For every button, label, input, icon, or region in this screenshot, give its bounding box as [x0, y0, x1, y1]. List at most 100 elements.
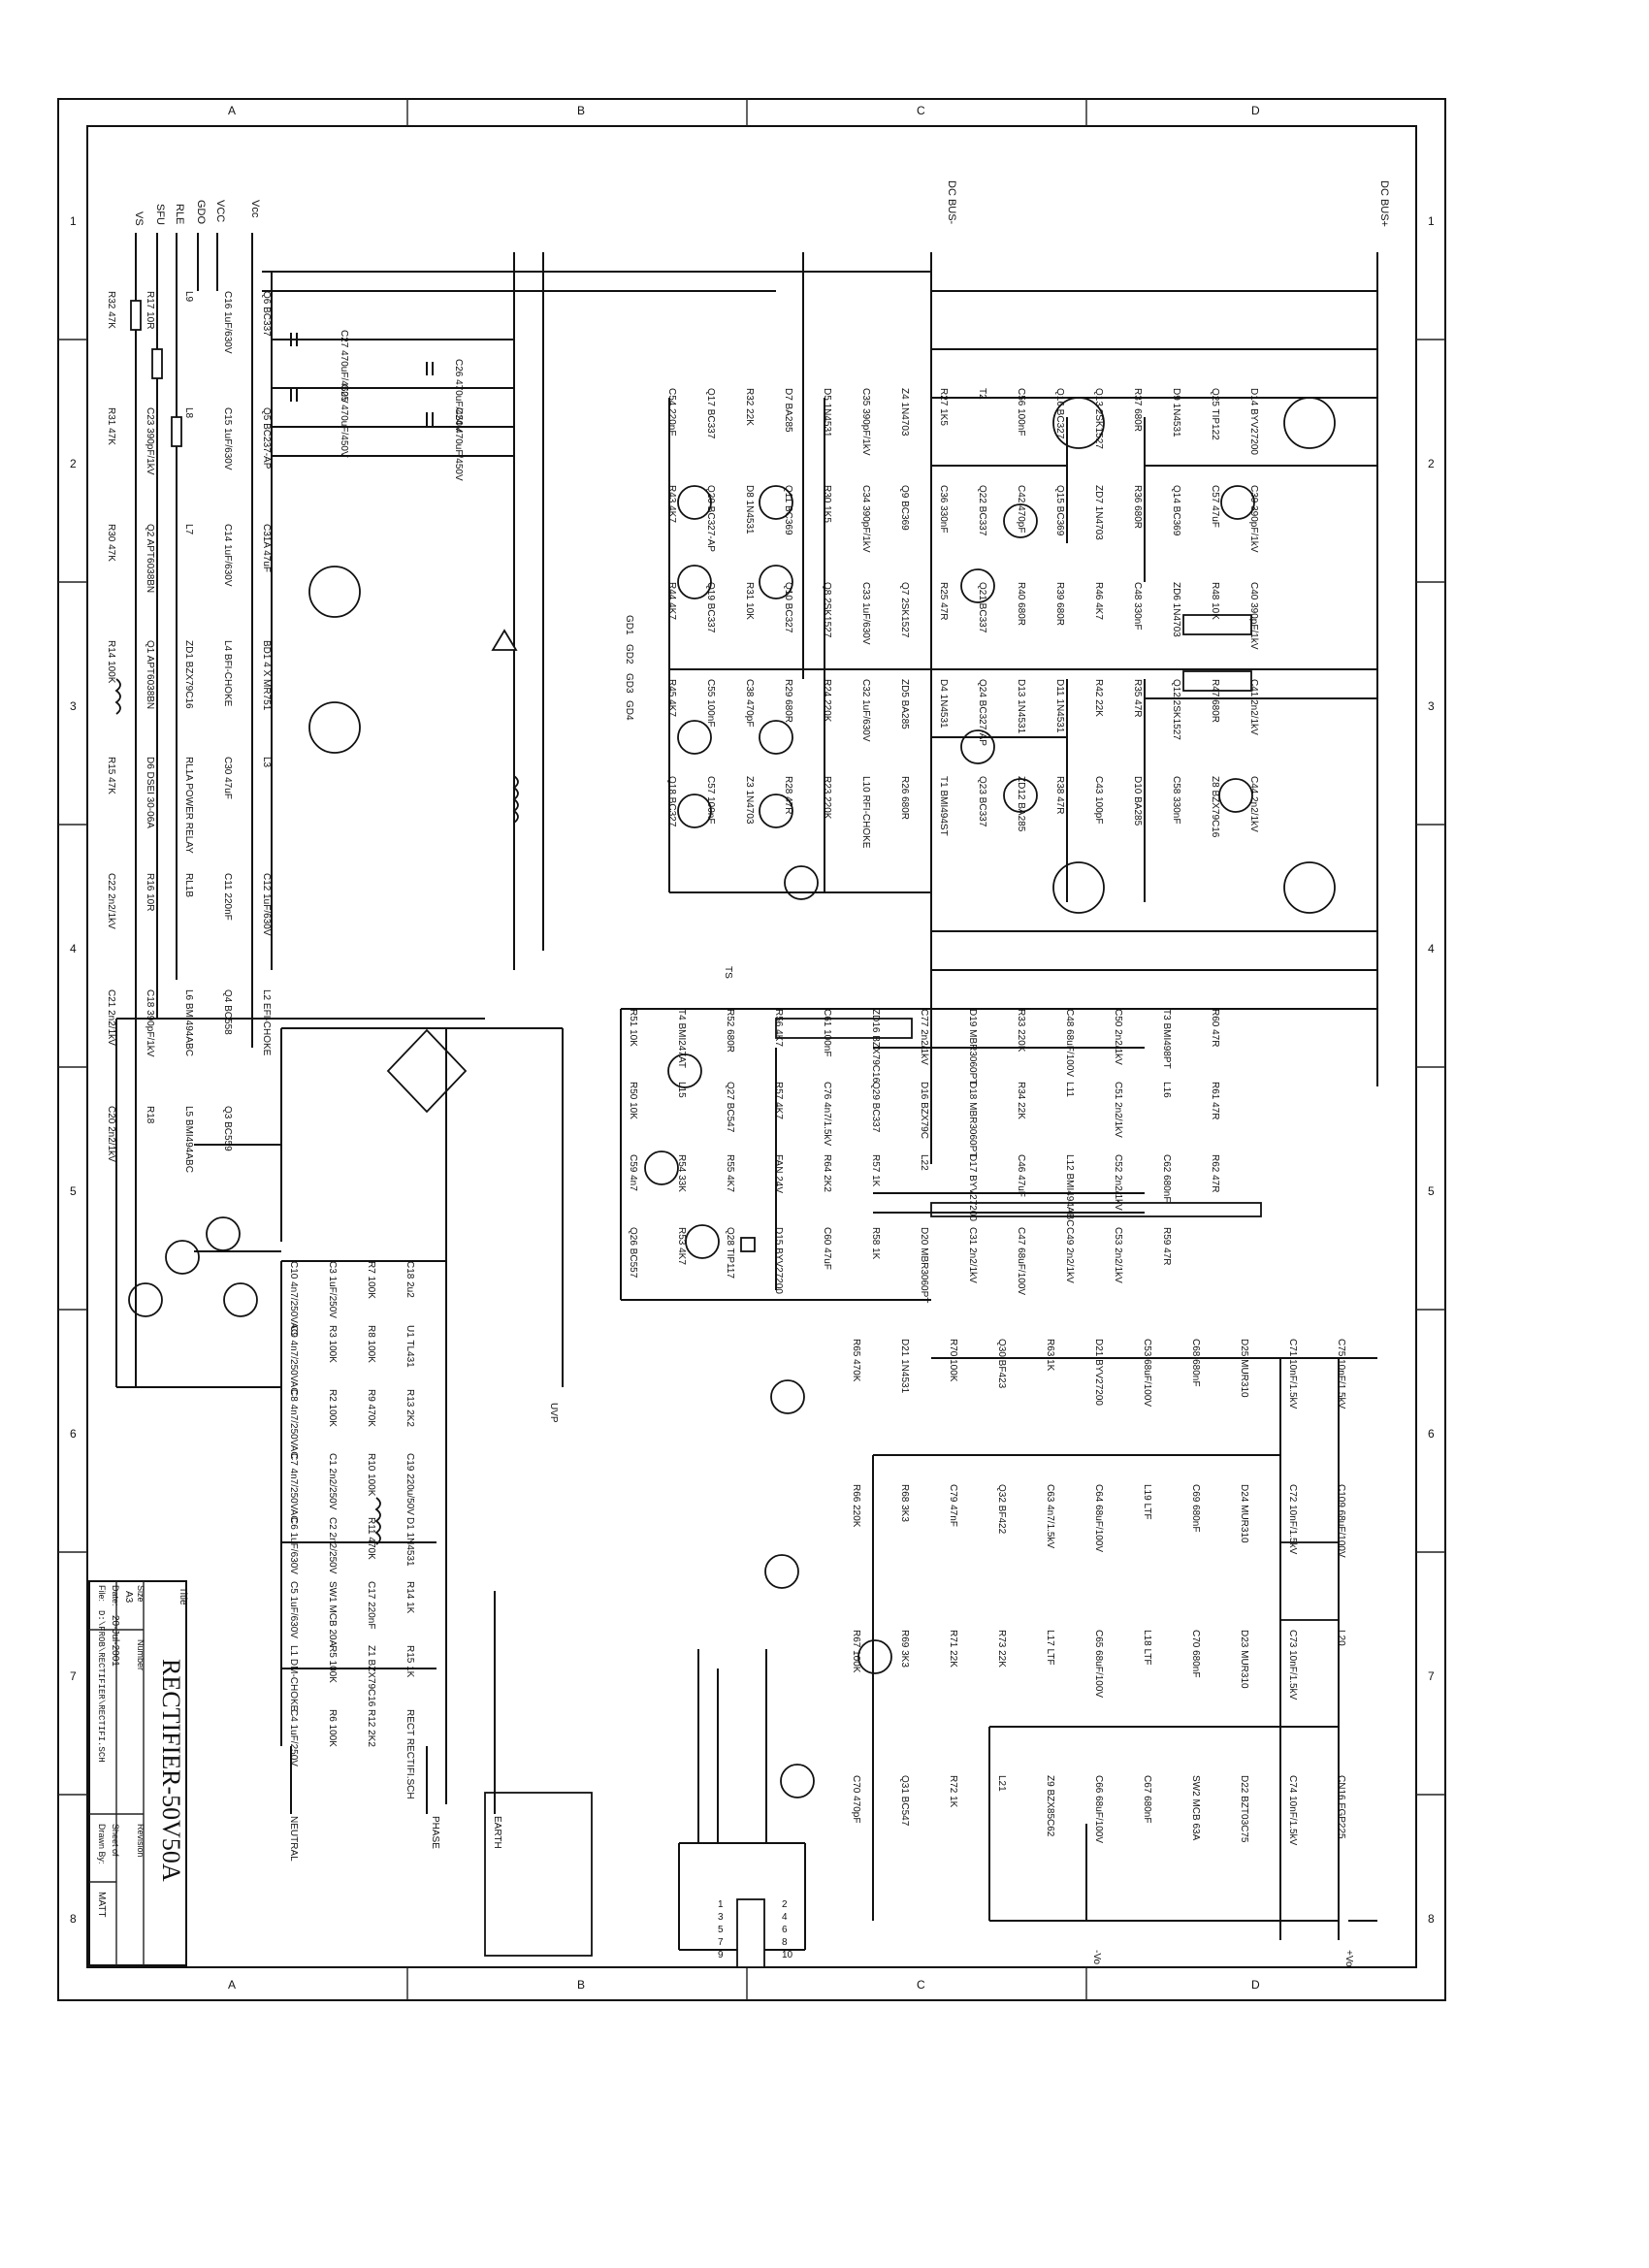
component-label-r32: R32 22K	[744, 388, 755, 426]
component-label-q26: Q26 BC557	[628, 1227, 638, 1279]
component-label-c77: C77 2n2/1kV	[919, 1009, 929, 1065]
component-label-q28: Q28 TIP117	[725, 1227, 735, 1279]
component-label-c51: C51 2n2/1kV	[1113, 1082, 1123, 1138]
component-label-t3: T3 BMI498PT	[1161, 1009, 1172, 1069]
component-label-d4: D4 1N4531	[938, 679, 949, 729]
component-label-r11: R11 470K	[366, 1517, 376, 1560]
frame-col-a-bottom: A	[228, 1978, 236, 1992]
component-label-q1: Q1 APT6038BN	[145, 640, 155, 709]
component-label-c62: C62 680nF	[1161, 1154, 1172, 1202]
frame-col-b-top: B	[577, 104, 585, 117]
component-label-c58: C58 330nF	[1171, 776, 1181, 824]
component-label-r39: R39 680R	[1054, 582, 1065, 626]
component-label-c52: C52 2n2/1kV	[1113, 1154, 1123, 1211]
component-label-r31: R31 47K	[106, 407, 116, 445]
component-label-c76: C76 4n7/1.5kV	[822, 1082, 832, 1146]
component-label-r67: R67 100K	[851, 1630, 861, 1673]
bjt-q31-symbol	[764, 1554, 799, 1589]
component-label-r34: R34 22K	[1016, 1082, 1026, 1119]
drawing-title: RECTIFIER-50V50A	[157, 1659, 185, 1882]
component-label-c72: C72 10nF/1.5kV	[1287, 1484, 1298, 1555]
component-label-r52: R52 680R	[725, 1009, 735, 1053]
component-label-q27: Q27 BC547	[725, 1082, 735, 1133]
component-label-r60: R60 47R	[1210, 1009, 1220, 1047]
component-label-r73: R73 22K	[996, 1630, 1007, 1668]
net-vcc-2: Vcc	[249, 200, 261, 218]
component-label-c57: C57 47uF	[1210, 485, 1220, 528]
component-label-q30: Q30 BF423	[996, 1339, 1007, 1389]
connector-pin-1: 1	[718, 1899, 724, 1910]
component-label-c43: C43 100pF	[1093, 776, 1104, 824]
bjt-q28-symbol	[685, 1224, 720, 1259]
component-label-r26: R26 680R	[899, 776, 910, 820]
component-label-c60: C60 47uF	[822, 1227, 832, 1270]
component-label-q21: Q21 BC337	[977, 582, 987, 633]
component-label-c6: C6 1uF/630V	[288, 1517, 299, 1574]
component-label-r33: R33 220K	[1016, 1009, 1026, 1053]
connector-pin-6: 6	[782, 1925, 788, 1935]
drawn-by-value: MATT	[96, 1892, 107, 1917]
component-label-c40: C40 390pF/1kV	[1248, 582, 1259, 650]
component-label-c67: C67 680nF	[1142, 1775, 1152, 1823]
connector-pin-10: 10	[782, 1950, 793, 1960]
component-label-c27: C27 470uF/450V	[339, 330, 349, 404]
component-label-zd12: ZD12 BA285	[1016, 776, 1026, 832]
component-label-r32: R32 47K	[106, 291, 116, 329]
component-label-sw1: SW1 MCB 20A	[327, 1581, 338, 1647]
number-label: Number	[136, 1639, 146, 1670]
component-label-c79: C79 47nF	[948, 1484, 958, 1527]
component-label-q16: Q16 BC327	[1054, 388, 1065, 439]
size-value: A3	[123, 1591, 134, 1604]
component-label-c16: C16 1uF/630V	[222, 291, 233, 354]
component-label-c48: C48 68uF/100V	[1064, 1009, 1075, 1077]
component-label-c109: C109 68uF/100V	[1336, 1484, 1346, 1558]
component-label-l19: L19 LTF	[1142, 1484, 1152, 1520]
component-label-l15: L15	[676, 1082, 687, 1098]
component-label-r13: R13 2K2	[404, 1389, 415, 1427]
component-label-q25: Q25 TIP122	[1210, 388, 1220, 440]
component-label-d7: D7 BA285	[783, 388, 793, 433]
bjt-q32-symbol	[780, 1764, 815, 1798]
component-label-r70: R70 100K	[948, 1339, 958, 1382]
component-label-r64: R64 2K2	[822, 1154, 832, 1192]
component-label-q4: Q4 BC558	[222, 989, 233, 1035]
transformer-t2-symbol	[1182, 670, 1252, 692]
mosfet-q13-symbol	[1052, 861, 1105, 914]
bjt-q15-symbol	[1003, 778, 1038, 813]
component-label-r57: R57 1K	[870, 1154, 881, 1187]
component-label-rl1b: RL1B	[183, 873, 194, 897]
component-label-c65: C65 68uF/100V	[1093, 1630, 1104, 1698]
component-label-c17: C17 220nF	[366, 1581, 376, 1629]
component-label-q5: Q5 BC237-AP	[261, 407, 272, 470]
component-label-r16: R16 10R	[145, 873, 155, 911]
component-label-c20: C20 2n2/1kV	[106, 1106, 116, 1162]
component-label-r50: R50 10K	[628, 1082, 638, 1119]
component-label-r23: R23 220K	[822, 776, 832, 820]
component-label-c23: C23 390pF/1kV	[145, 407, 155, 475]
row-2-right: 2	[1428, 457, 1435, 470]
component-label-d5: D5 1N4531	[822, 388, 832, 437]
component-label-l11: L11	[1064, 1082, 1075, 1097]
component-label-c10: C10 4n7/250VAC	[288, 1261, 299, 1336]
component-label-q8: Q8 2SK1527	[822, 582, 832, 638]
component-label-r65: R65 470K	[851, 1339, 861, 1382]
resistor-symbol	[151, 348, 163, 379]
component-label-d23: D23 MUR310	[1239, 1630, 1249, 1689]
net-sfu: SFU	[154, 204, 166, 225]
component-label-r14: R14 1K	[404, 1581, 415, 1614]
component-label-c18: C18 2u2	[404, 1261, 415, 1298]
bjt-q22-symbol	[677, 720, 712, 755]
transformer-t1-symbol	[1182, 614, 1252, 635]
frame-col-b-bottom: B	[577, 1978, 585, 1992]
component-label-zd1: ZD1 BZX79C16	[183, 640, 194, 709]
component-label-d1: D1 1N4531	[404, 1517, 415, 1567]
component-label-r38: R38 47R	[1054, 776, 1065, 814]
sheet-label: Sheet of	[111, 1824, 120, 1857]
component-label-c59: C59 4n7	[628, 1154, 638, 1191]
component-label-c69: C69 680nF	[1190, 1484, 1201, 1532]
component-label-r42: R42 22K	[1093, 679, 1104, 717]
mosfet-q2-symbol	[308, 566, 361, 618]
component-label-r24: R24 220K	[822, 679, 832, 723]
component-label-c11: C11 220nF	[222, 873, 233, 921]
